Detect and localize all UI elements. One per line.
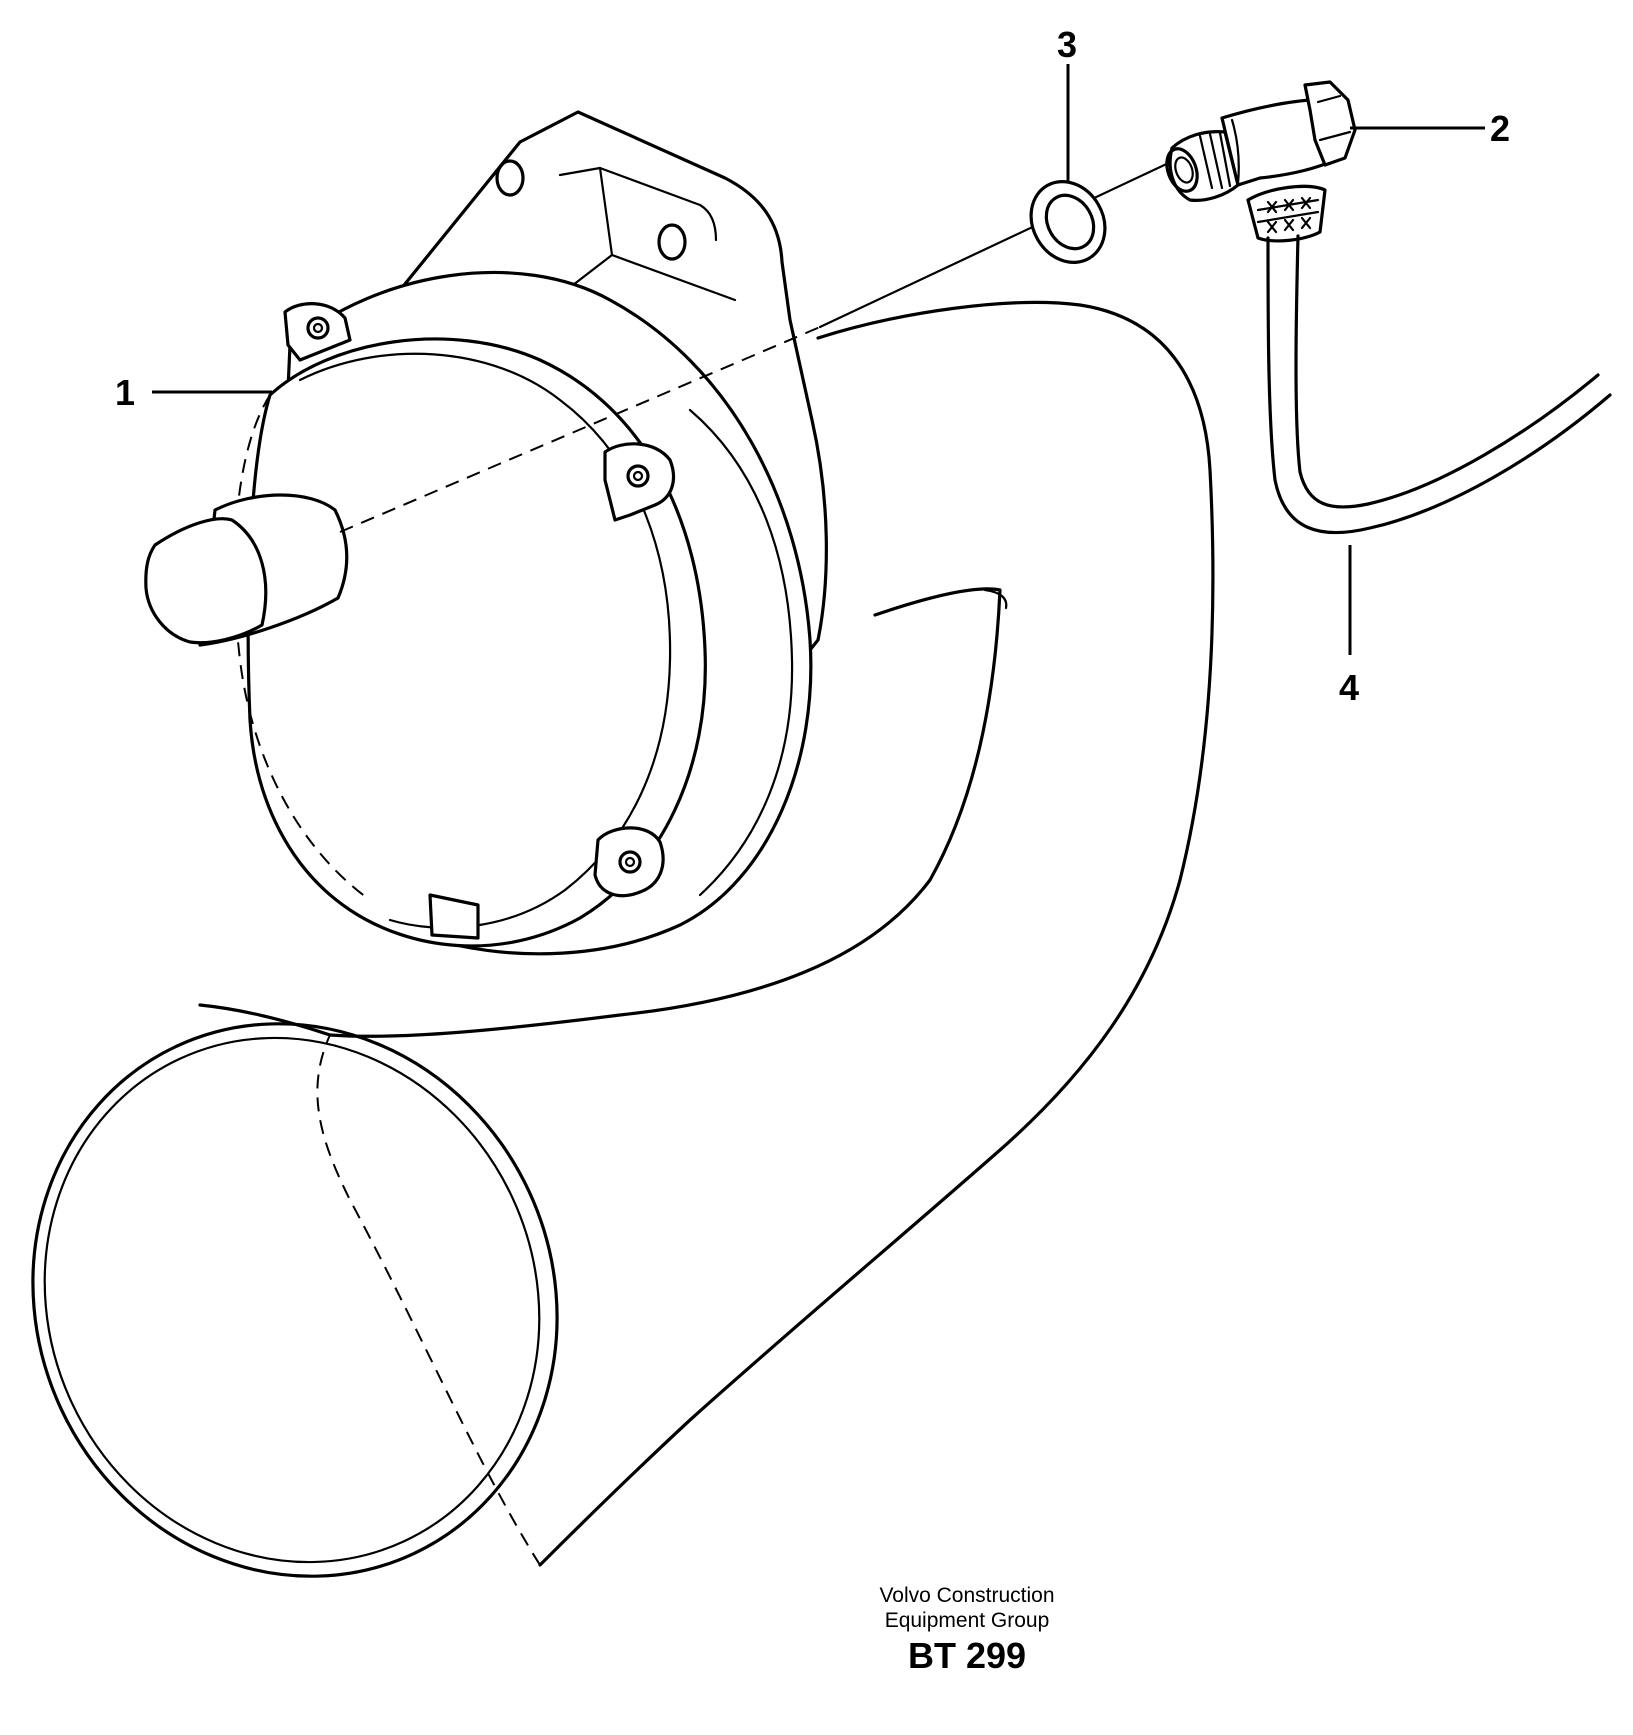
mounting-bracket xyxy=(390,110,828,702)
assembly-axis-solid xyxy=(818,158,1177,329)
assembly-axis xyxy=(339,326,821,533)
callout-leaders xyxy=(152,64,1485,655)
credit-line-1: Volvo Construction xyxy=(879,1584,1054,1607)
elbow-fitting xyxy=(1165,80,1357,243)
callout-3: 3 xyxy=(1057,24,1077,65)
horn-trumpet xyxy=(31,300,1215,1578)
horn-housing xyxy=(246,270,813,956)
air-inlet-nozzle xyxy=(144,493,349,647)
lug-bottom xyxy=(593,826,665,898)
sealing-washer xyxy=(1029,180,1107,264)
hidden-diaphragm-outline xyxy=(233,394,371,901)
lug-right xyxy=(603,442,676,522)
callout-4: 4 xyxy=(1339,667,1359,708)
air-hose xyxy=(1266,234,1612,535)
drawing-code: BT 299 xyxy=(908,1635,1026,1676)
mounting-lugs xyxy=(283,302,676,898)
lug-top xyxy=(283,302,352,362)
callout-1: 1 xyxy=(115,372,135,413)
callout-2: 2 xyxy=(1490,108,1510,149)
credit-line-2: Equipment Group xyxy=(885,1609,1050,1632)
